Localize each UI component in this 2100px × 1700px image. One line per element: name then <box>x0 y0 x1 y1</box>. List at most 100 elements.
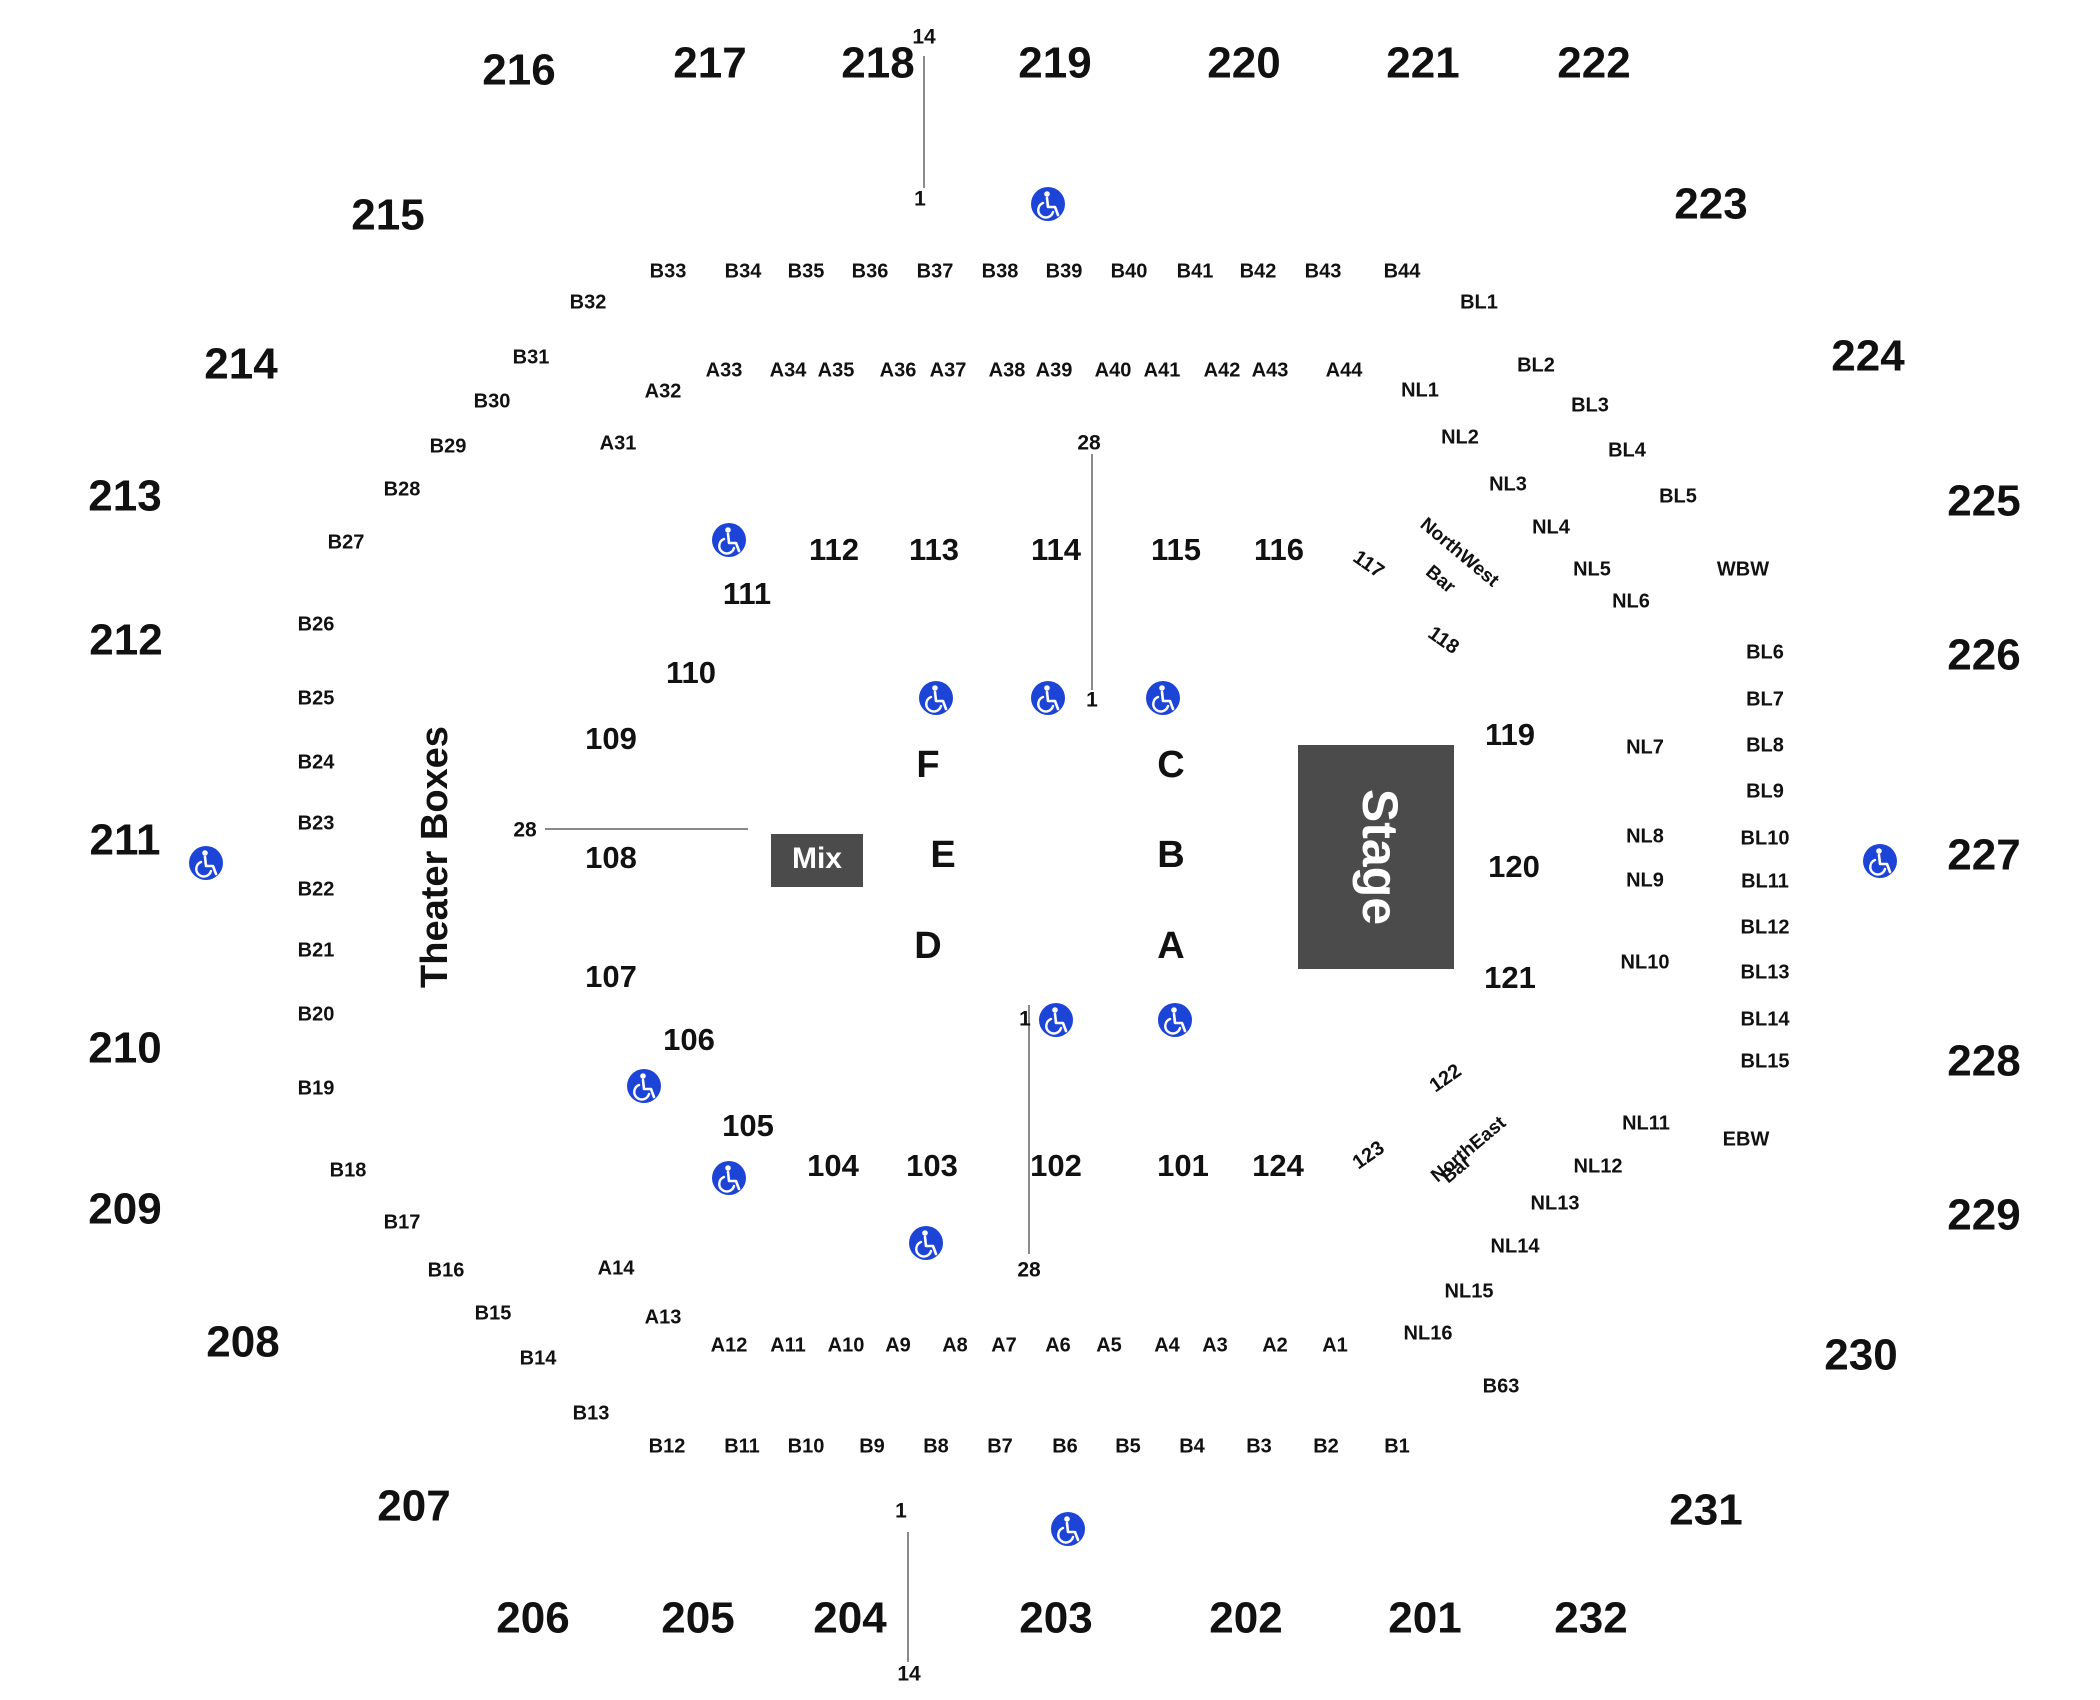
box-a2[interactable]: A2 <box>1262 1334 1288 1356</box>
box-b33[interactable]: B33 <box>650 260 687 282</box>
section-224[interactable]: 224 <box>1831 332 1905 381</box>
box-b11[interactable]: B11 <box>724 1435 760 1457</box>
box-b32[interactable]: B32 <box>570 291 607 313</box>
box-b38[interactable]: B38 <box>982 260 1019 282</box>
box-a14[interactable]: A14 <box>598 1257 636 1279</box>
box-a40[interactable]: A40 <box>1095 359 1132 381</box>
section-214[interactable]: 214 <box>204 340 278 389</box>
box-bl1[interactable]: BL1 <box>1460 291 1498 313</box>
section-104[interactable]: 104 <box>807 1148 859 1183</box>
section-114[interactable]: 114 <box>1031 532 1082 567</box>
box-nl8[interactable]: NL8 <box>1626 825 1664 847</box>
box-a37[interactable]: A37 <box>930 359 967 381</box>
floor-section-d[interactable]: D <box>914 925 941 967</box>
box-b28[interactable]: B28 <box>384 478 421 500</box>
section-209[interactable]: 209 <box>88 1185 161 1234</box>
box-b9[interactable]: B9 <box>859 1435 885 1457</box>
box-nl11[interactable]: NL11 <box>1622 1112 1670 1134</box>
section-113[interactable]: 113 <box>909 532 959 567</box>
section-121[interactable]: 121 <box>1484 960 1536 995</box>
box-b4[interactable]: B4 <box>1179 1435 1205 1457</box>
box-b42[interactable]: B42 <box>1240 260 1277 282</box>
box-nl15[interactable]: NL15 <box>1445 1280 1494 1302</box>
section-101[interactable]: 101 <box>1157 1148 1209 1183</box>
box-b22[interactable]: B22 <box>298 878 335 900</box>
box-a34[interactable]: A34 <box>770 359 808 381</box>
wheelchair-icon[interactable] <box>712 1161 746 1195</box>
section-203[interactable]: 203 <box>1019 1594 1092 1643</box>
box-b26[interactable]: B26 <box>298 613 335 635</box>
box-b15[interactable]: B15 <box>475 1302 512 1324</box>
box-b8[interactable]: B8 <box>923 1435 949 1457</box>
section-223[interactable]: 223 <box>1674 180 1747 229</box>
section-210[interactable]: 210 <box>88 1024 161 1073</box>
box-bl6[interactable]: BL6 <box>1746 641 1784 663</box>
box-a32[interactable]: A32 <box>645 380 682 402</box>
box-a43[interactable]: A43 <box>1252 359 1289 381</box>
box-b17[interactable]: B17 <box>384 1211 421 1233</box>
box-b43[interactable]: B43 <box>1305 260 1342 282</box>
box-b21[interactable]: B21 <box>298 939 335 961</box>
section-213[interactable]: 213 <box>88 472 161 521</box>
box-nl2[interactable]: NL2 <box>1441 426 1479 448</box>
section-208[interactable]: 208 <box>206 1318 279 1367</box>
box-a9[interactable]: A9 <box>885 1334 911 1356</box>
box-nl5[interactable]: NL5 <box>1573 558 1611 580</box>
box-a10[interactable]: A10 <box>828 1334 865 1356</box>
box-b37[interactable]: B37 <box>917 260 954 282</box>
section-124[interactable]: 124 <box>1252 1148 1304 1183</box>
section-111[interactable]: 111 <box>723 576 771 611</box>
section-219[interactable]: 219 <box>1018 39 1091 88</box>
box-b24[interactable]: B24 <box>298 751 336 773</box>
wheelchair-icon[interactable] <box>1146 681 1180 715</box>
box-bl14[interactable]: BL14 <box>1741 1008 1791 1030</box>
box-nl13[interactable]: NL13 <box>1531 1192 1580 1214</box>
box-b5[interactable]: B5 <box>1115 1435 1141 1457</box>
box-nl14[interactable]: NL14 <box>1491 1235 1541 1257</box>
section-232[interactable]: 232 <box>1554 1594 1627 1643</box>
box-b16[interactable]: B16 <box>428 1259 465 1281</box>
box-a4[interactable]: A4 <box>1154 1334 1180 1356</box>
box-bl11[interactable]: BL11 <box>1741 870 1789 892</box>
box-a31[interactable]: A31 <box>600 432 637 454</box>
floor-section-e[interactable]: E <box>930 834 955 876</box>
box-b3[interactable]: B3 <box>1246 1435 1272 1457</box>
section-231[interactable]: 231 <box>1669 1486 1742 1535</box>
box-b13[interactable]: B13 <box>573 1402 610 1424</box>
box-nl9[interactable]: NL9 <box>1626 869 1664 891</box>
box-nl7[interactable]: NL7 <box>1626 736 1664 758</box>
section-211[interactable]: 211 <box>90 816 161 865</box>
section-110[interactable]: 110 <box>666 655 716 690</box>
box-b25[interactable]: B25 <box>298 687 335 709</box>
floor-section-b[interactable]: B <box>1157 834 1184 876</box>
box-bl15[interactable]: BL15 <box>1741 1050 1790 1072</box>
section-118[interactable]: 118 <box>1424 622 1463 659</box>
section-225[interactable]: 225 <box>1947 477 2020 526</box>
section-108[interactable]: 108 <box>585 840 637 875</box>
box-b34[interactable]: B34 <box>725 260 763 282</box>
box-bl13[interactable]: BL13 <box>1741 961 1790 983</box>
box-b14[interactable]: B14 <box>520 1347 558 1369</box>
section-230[interactable]: 230 <box>1824 1331 1897 1380</box>
section-212[interactable]: 212 <box>89 616 162 665</box>
box-b2[interactable]: B2 <box>1313 1435 1339 1457</box>
box-bl3[interactable]: BL3 <box>1571 394 1609 416</box>
box-nl1[interactable]: NL1 <box>1401 379 1439 401</box>
box-b7[interactable]: B7 <box>987 1435 1013 1457</box>
section-117[interactable]: 117 <box>1349 546 1388 583</box>
box-b35[interactable]: B35 <box>788 260 825 282</box>
box-a12[interactable]: A12 <box>711 1334 748 1356</box>
section-220[interactable]: 220 <box>1207 39 1280 88</box>
floor-section-f[interactable]: F <box>916 744 939 786</box>
section-228[interactable]: 228 <box>1947 1037 2020 1086</box>
box-nl10[interactable]: NL10 <box>1621 951 1670 973</box>
box-b39[interactable]: B39 <box>1046 260 1083 282</box>
box-a41[interactable]: A41 <box>1144 359 1181 381</box>
box-b19[interactable]: B19 <box>298 1077 335 1099</box>
box-b23[interactable]: B23 <box>298 812 335 834</box>
floor-section-a[interactable]: A <box>1157 925 1184 967</box>
section-202[interactable]: 202 <box>1209 1594 1282 1643</box>
box-bl10[interactable]: BL10 <box>1741 827 1790 849</box>
box-b36[interactable]: B36 <box>852 260 889 282</box>
section-122[interactable]: 122 <box>1426 1060 1466 1097</box>
